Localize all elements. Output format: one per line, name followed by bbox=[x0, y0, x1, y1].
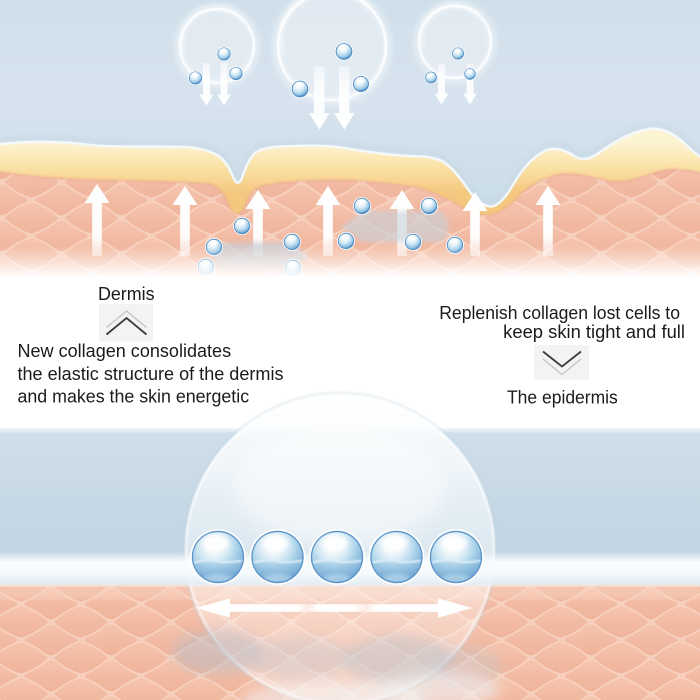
svg-text:and makes the skin energetic: and makes the skin energetic bbox=[18, 386, 250, 406]
svg-text:the elastic structure of the d: the elastic structure of the dermis bbox=[18, 364, 284, 384]
svg-text:Dermis: Dermis bbox=[98, 284, 155, 304]
svg-text:keep skin tight and full: keep skin tight and full bbox=[503, 322, 685, 342]
svg-text:New collagen consolidates: New collagen consolidates bbox=[18, 341, 232, 361]
svg-text:Replenish collagen lost cells: Replenish collagen lost cells to bbox=[439, 303, 680, 323]
svg-text:The epidermis: The epidermis bbox=[507, 387, 618, 407]
